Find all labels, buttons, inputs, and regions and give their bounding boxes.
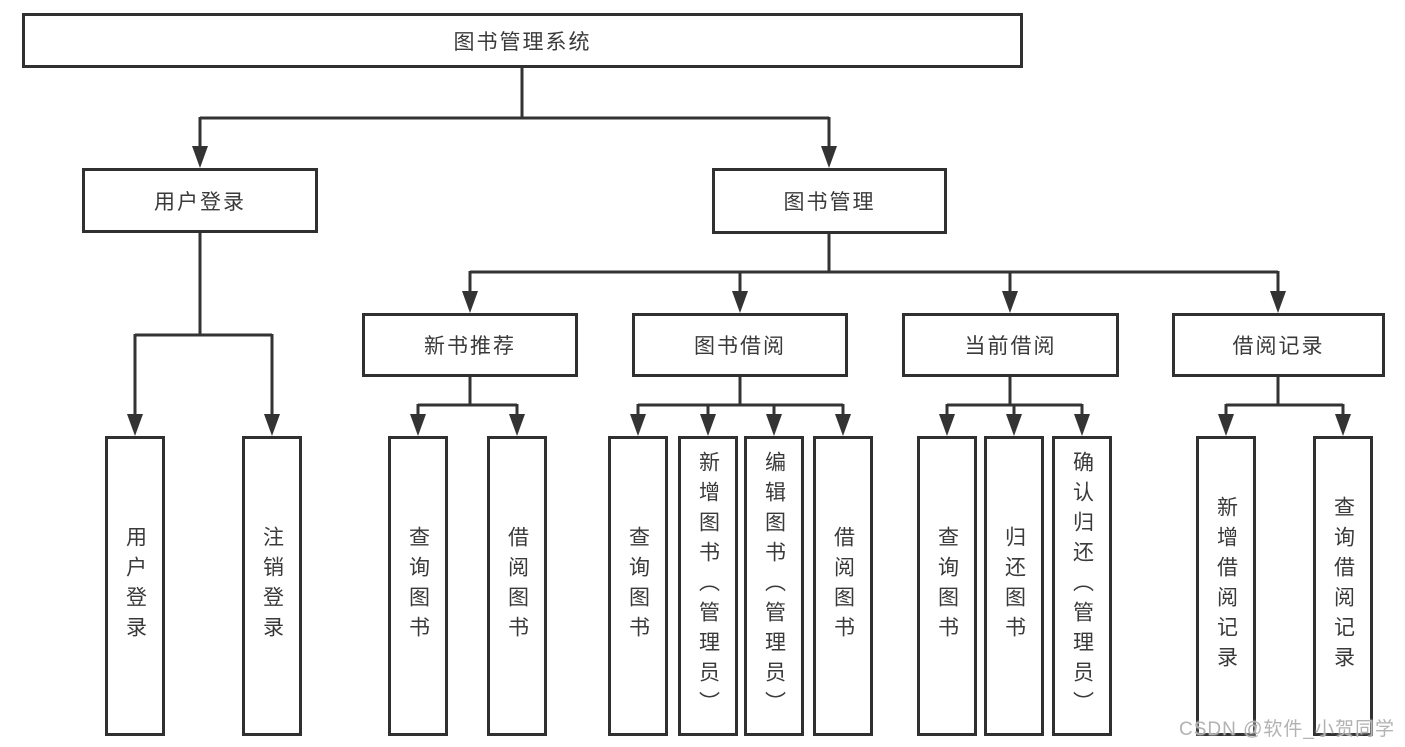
node-book-borrowing: 图书借阅 bbox=[632, 313, 848, 377]
csdn-watermark: CSDN @软件_小贺同学 bbox=[1179, 719, 1395, 740]
node-library-system: 图书管理系统 bbox=[22, 13, 1023, 68]
arrowheads bbox=[127, 146, 1351, 436]
leaf-borrow-books-2: 借阅图书 bbox=[813, 436, 873, 736]
node-borrow-records: 借阅记录 bbox=[1172, 313, 1385, 377]
leaf-query-books-3: 查询图书 bbox=[917, 436, 977, 736]
node-new-book-recommend: 新书推荐 bbox=[362, 313, 578, 377]
leaf-edit-books-admin: 编辑图书（管理员） bbox=[744, 436, 804, 736]
leaf-add-borrow-record: 新增借阅记录 bbox=[1196, 436, 1256, 736]
node-current-borrowing: 当前借阅 bbox=[902, 313, 1119, 377]
leaf-return-books: 归还图书 bbox=[984, 436, 1044, 736]
node-book-management: 图书管理 bbox=[712, 168, 947, 234]
node-user-login: 用户登录 bbox=[82, 168, 318, 233]
leaf-borrow-books: 借阅图书 bbox=[487, 436, 547, 736]
leaf-user-login: 用户登录 bbox=[105, 436, 165, 736]
leaf-query-books: 查询图书 bbox=[388, 436, 448, 736]
leaf-query-books-2: 查询图书 bbox=[608, 436, 668, 736]
leaf-logout: 注销登录 bbox=[242, 436, 302, 736]
leaf-confirm-return-admin: 确认归还（管理员） bbox=[1052, 436, 1112, 736]
leaf-add-books-admin: 新增图书（管理员） bbox=[678, 436, 738, 736]
leaf-query-borrow-record: 查询借阅记录 bbox=[1313, 436, 1373, 736]
